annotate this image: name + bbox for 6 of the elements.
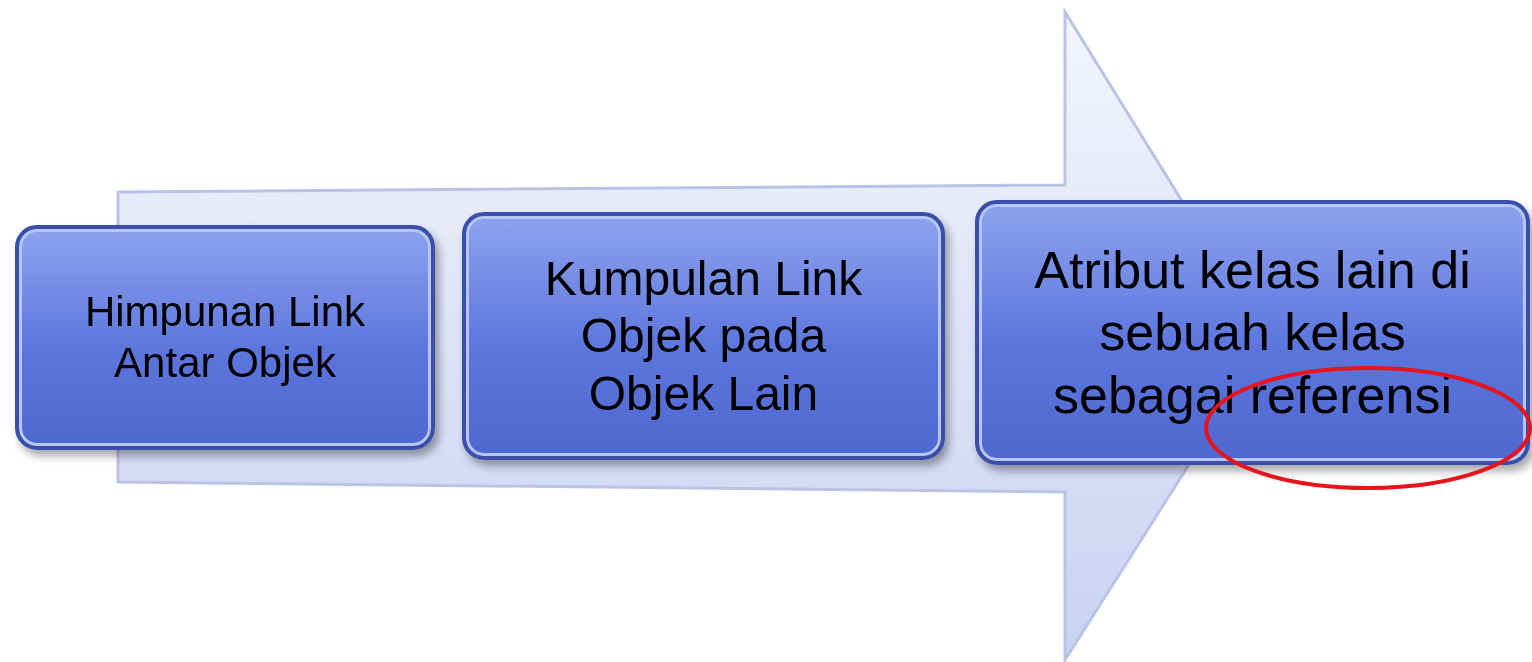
box-text: Kumpulan Link Objek pada Objek Lain	[543, 250, 864, 422]
process-box	[15, 225, 435, 450]
box-text: Himpunan Link Antar Objek	[83, 287, 367, 388]
process-box	[462, 212, 945, 460]
box-text: Atribut kelas lain di sebuah kelas sebagai referensi	[1033, 239, 1472, 426]
process-box	[975, 200, 1530, 465]
